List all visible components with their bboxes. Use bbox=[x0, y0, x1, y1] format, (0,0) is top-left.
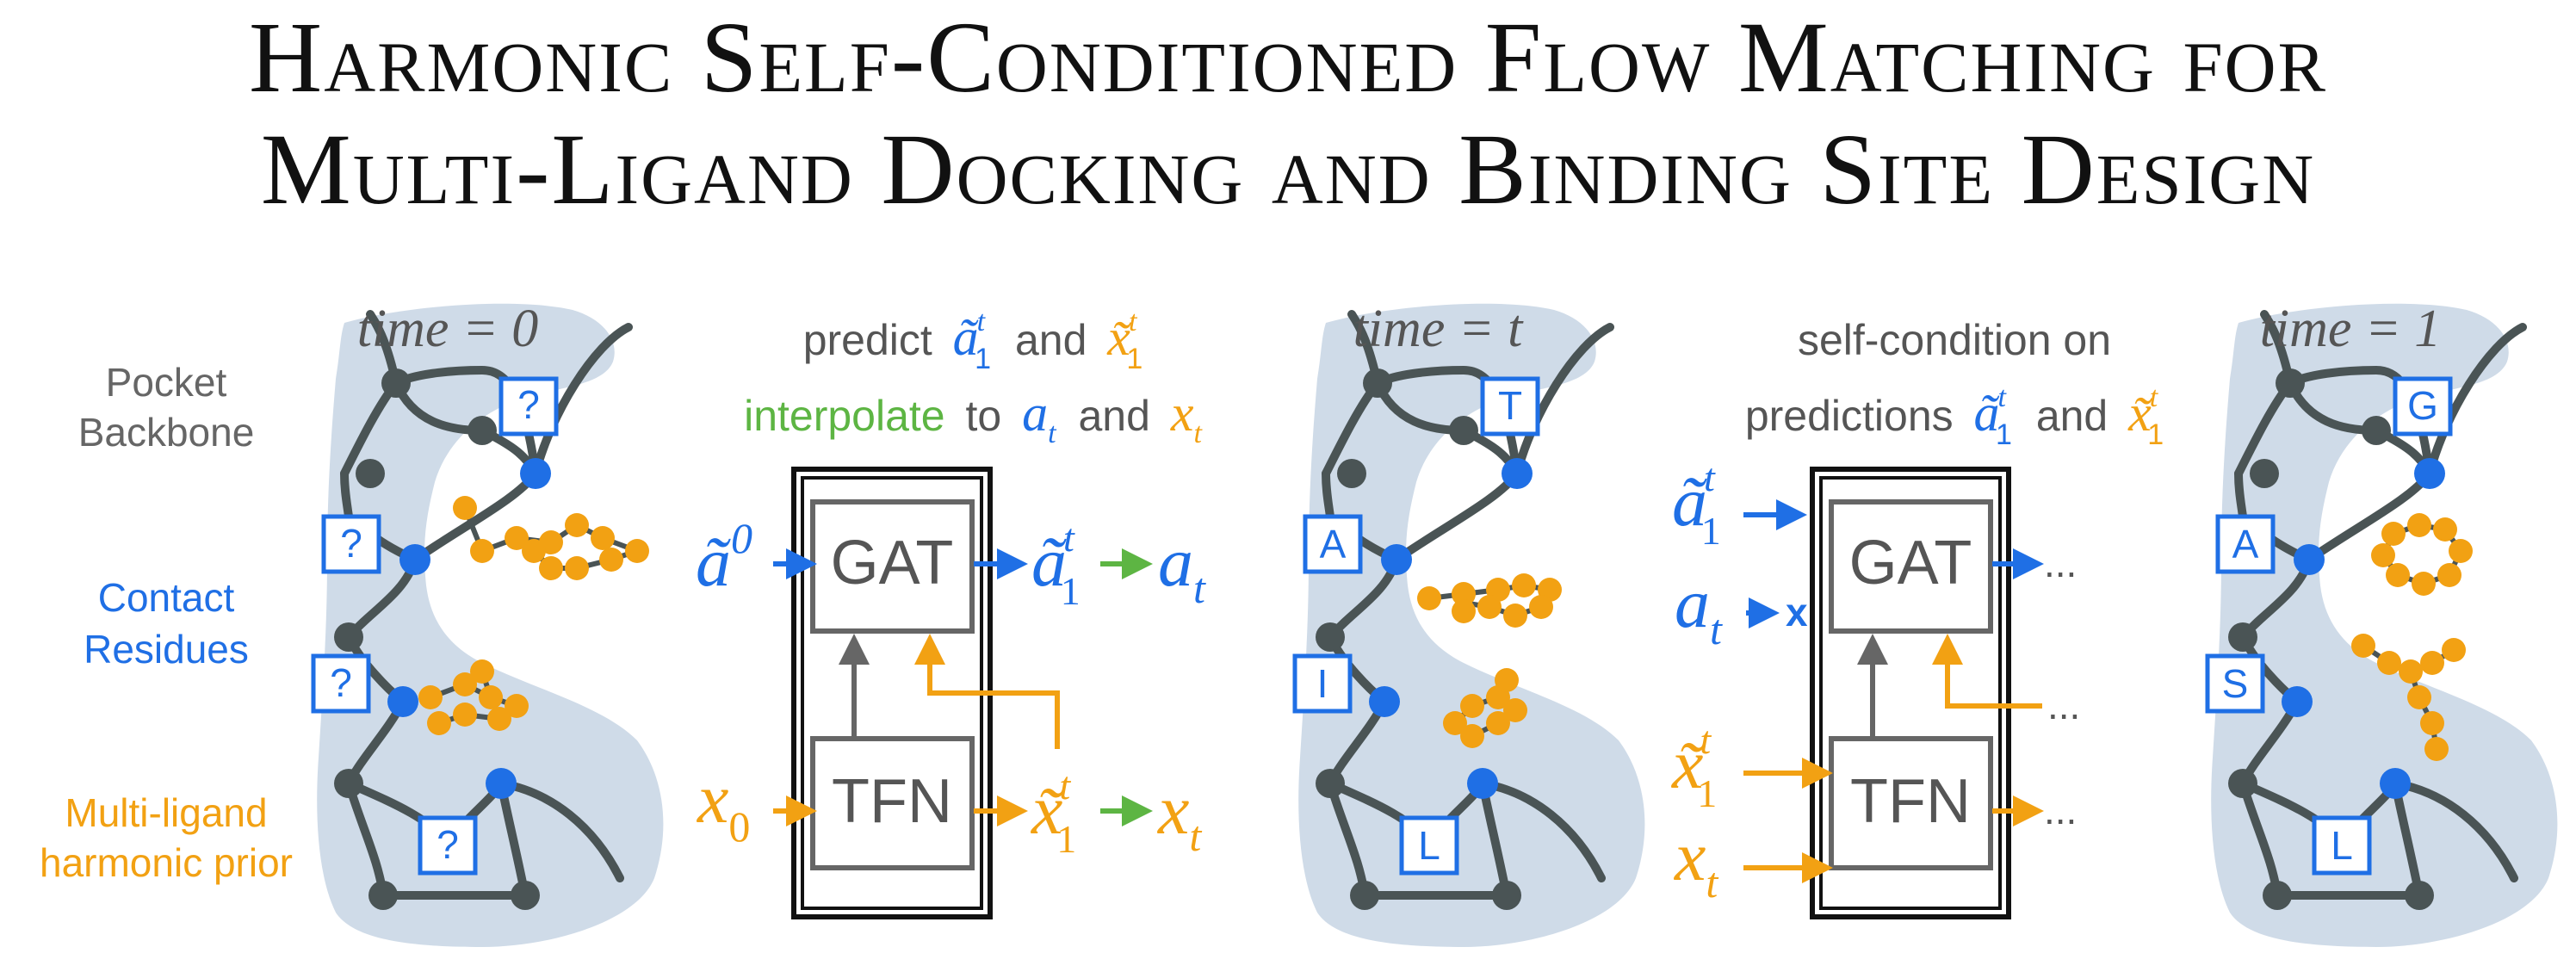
legend-contact-line1: Contact bbox=[98, 575, 235, 620]
contact-residue-nodes bbox=[387, 458, 551, 799]
title-line-1: Harmonic Self-Conditioned Flow Matching … bbox=[249, 1, 2327, 114]
a-t-label: at bbox=[1158, 523, 1206, 612]
residue-label: ? bbox=[437, 822, 459, 867]
interpolate-caption: interpolate to at and xt bbox=[744, 385, 1203, 452]
time-label: time = 0 bbox=[357, 300, 539, 358]
contact-node bbox=[486, 768, 517, 799]
ligand-intermediate bbox=[1417, 573, 1562, 748]
self-condition-feedback-arrow bbox=[914, 634, 1060, 749]
self-condition-caption-line1: self-condition on bbox=[1798, 316, 2111, 364]
model-box-inner bbox=[1819, 476, 2002, 910]
residue-label-boxes: ? ? ? ? bbox=[311, 376, 559, 876]
contact-node bbox=[387, 686, 418, 717]
x-t-label: xt bbox=[1157, 771, 1202, 860]
residue-label: A bbox=[2232, 522, 2259, 566]
gat-label: GAT bbox=[831, 529, 954, 597]
backbone-node bbox=[468, 416, 497, 445]
legend: Pocket Backbone Contact Residues Multi-l… bbox=[40, 360, 293, 885]
tfn-label: TFN bbox=[832, 767, 952, 836]
feedback-ellipsis: ... bbox=[2047, 683, 2080, 727]
residue-label: G bbox=[2407, 383, 2438, 428]
legend-ligand-line1: Multi-ligand bbox=[65, 790, 267, 835]
x-t-condition-label: xt bbox=[1674, 817, 1718, 907]
contact-node bbox=[520, 458, 551, 489]
legend-pocket-line2: Backbone bbox=[78, 410, 255, 455]
time-label: time = 1 bbox=[2260, 300, 2442, 358]
pocket-backdrop bbox=[1298, 303, 1645, 947]
residue-label: ? bbox=[517, 382, 540, 427]
tfn-output-ellipsis: ... bbox=[2044, 788, 2077, 833]
tfn-block bbox=[1829, 736, 1993, 870]
backbone-node bbox=[334, 622, 363, 652]
title-line-2: Multi-Ligand Docking and Binding Site De… bbox=[260, 113, 2316, 226]
gat-block bbox=[1829, 499, 1993, 634]
residue-label: ? bbox=[330, 660, 352, 705]
panel-time-1: G A S L time = 1 bbox=[2205, 300, 2558, 947]
gat-output-ellipsis: ... bbox=[2044, 541, 2077, 585]
method-figure: ? ? ? ? time = 0 bbox=[40, 300, 2558, 947]
pocket-backdrop bbox=[317, 303, 664, 947]
backbone-node bbox=[356, 459, 385, 488]
residue-label: T bbox=[1498, 383, 1522, 428]
panel-time-0: ? ? ? ? time = 0 bbox=[311, 300, 664, 947]
backbone-nodes bbox=[334, 368, 540, 910]
legend-contact-line2: Residues bbox=[84, 627, 249, 672]
legend-ligand-line2: harmonic prior bbox=[40, 840, 293, 885]
backbone-node bbox=[381, 368, 411, 398]
a-t-condition-label: at bbox=[1675, 564, 1723, 653]
time-label: time = t bbox=[1353, 300, 1525, 358]
ligand-docked bbox=[2351, 513, 2473, 761]
model-box-outer bbox=[1810, 467, 2011, 919]
tfn-label: TFN bbox=[1850, 767, 1971, 836]
self-condition-feedback-arrow bbox=[1932, 634, 2042, 709]
gat-label: GAT bbox=[1849, 529, 1972, 597]
residue-label: A bbox=[1320, 522, 1347, 566]
panel-time-t: T A I L time = t bbox=[1292, 300, 1645, 947]
backbone-node bbox=[511, 881, 540, 910]
x0-input-label: x0 bbox=[697, 759, 750, 851]
residue-label: L bbox=[2331, 823, 2353, 868]
backbone-node bbox=[334, 769, 363, 798]
residue-label: I bbox=[1317, 661, 1328, 706]
residue-label: ? bbox=[340, 521, 362, 566]
a-t-dropped-mark: x bbox=[1786, 590, 1808, 634]
residue-label: L bbox=[1418, 823, 1440, 868]
gat-block bbox=[810, 499, 975, 634]
pocket-backdrop bbox=[2211, 303, 2558, 947]
a0-input-label: ã0 bbox=[696, 514, 752, 601]
ligand-prior bbox=[418, 496, 649, 735]
backbone-node bbox=[368, 881, 398, 910]
legend-pocket-line1: Pocket bbox=[106, 360, 227, 405]
residue-label: S bbox=[2222, 661, 2249, 706]
contact-node bbox=[399, 544, 430, 575]
